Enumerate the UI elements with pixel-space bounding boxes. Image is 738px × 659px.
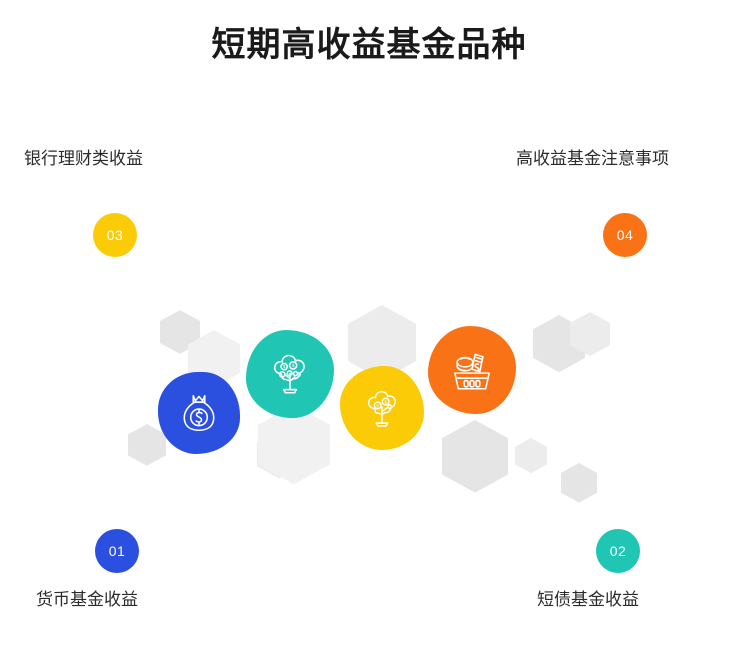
step-number-badge-02[interactable]: 02 (596, 529, 640, 573)
money-tree-glyph: $ $ (367, 390, 396, 427)
step-number-badge-01[interactable]: 01 (95, 529, 139, 573)
money-bag-icon[interactable] (158, 372, 240, 454)
money-tree-coins-glyph: $ $ (273, 354, 305, 394)
hexagon-decor (533, 315, 585, 373)
money-tree-icon[interactable]: $ $ (340, 366, 424, 450)
hexagon-decor (442, 420, 508, 493)
money-tree-coins-icon[interactable]: $ $ (246, 330, 334, 418)
page-title: 短期高收益基金品种 (211, 26, 527, 64)
step-number-badge-04[interactable]: 04 (603, 213, 647, 257)
step-number-text: 01 (108, 543, 126, 559)
step-number-text: 03 (106, 227, 124, 243)
hexagon-decor (257, 430, 301, 479)
step-label-01: 货币基金收益 (36, 590, 138, 609)
hexagon-decor (160, 310, 200, 354)
svg-text:$: $ (376, 403, 379, 408)
step-label-04: 高收益基金注意事项 (516, 149, 669, 168)
svg-text:$: $ (384, 399, 387, 404)
step-label-03: 银行理财类收益 (24, 149, 143, 168)
svg-text:$: $ (283, 364, 286, 369)
step-number-badge-03[interactable]: 03 (93, 213, 137, 257)
hexagon-decor (515, 438, 547, 474)
hexagon-decor (561, 463, 597, 503)
money-basket-glyph (454, 353, 490, 390)
step-number-text: 02 (609, 543, 627, 559)
step-label-02: 短债基金收益 (537, 590, 639, 609)
step-number-text: 04 (616, 227, 634, 243)
hexagon-decor (570, 312, 610, 356)
money-bag-glyph (183, 394, 215, 432)
svg-text:$: $ (292, 363, 295, 368)
money-basket-icon[interactable] (428, 326, 516, 414)
